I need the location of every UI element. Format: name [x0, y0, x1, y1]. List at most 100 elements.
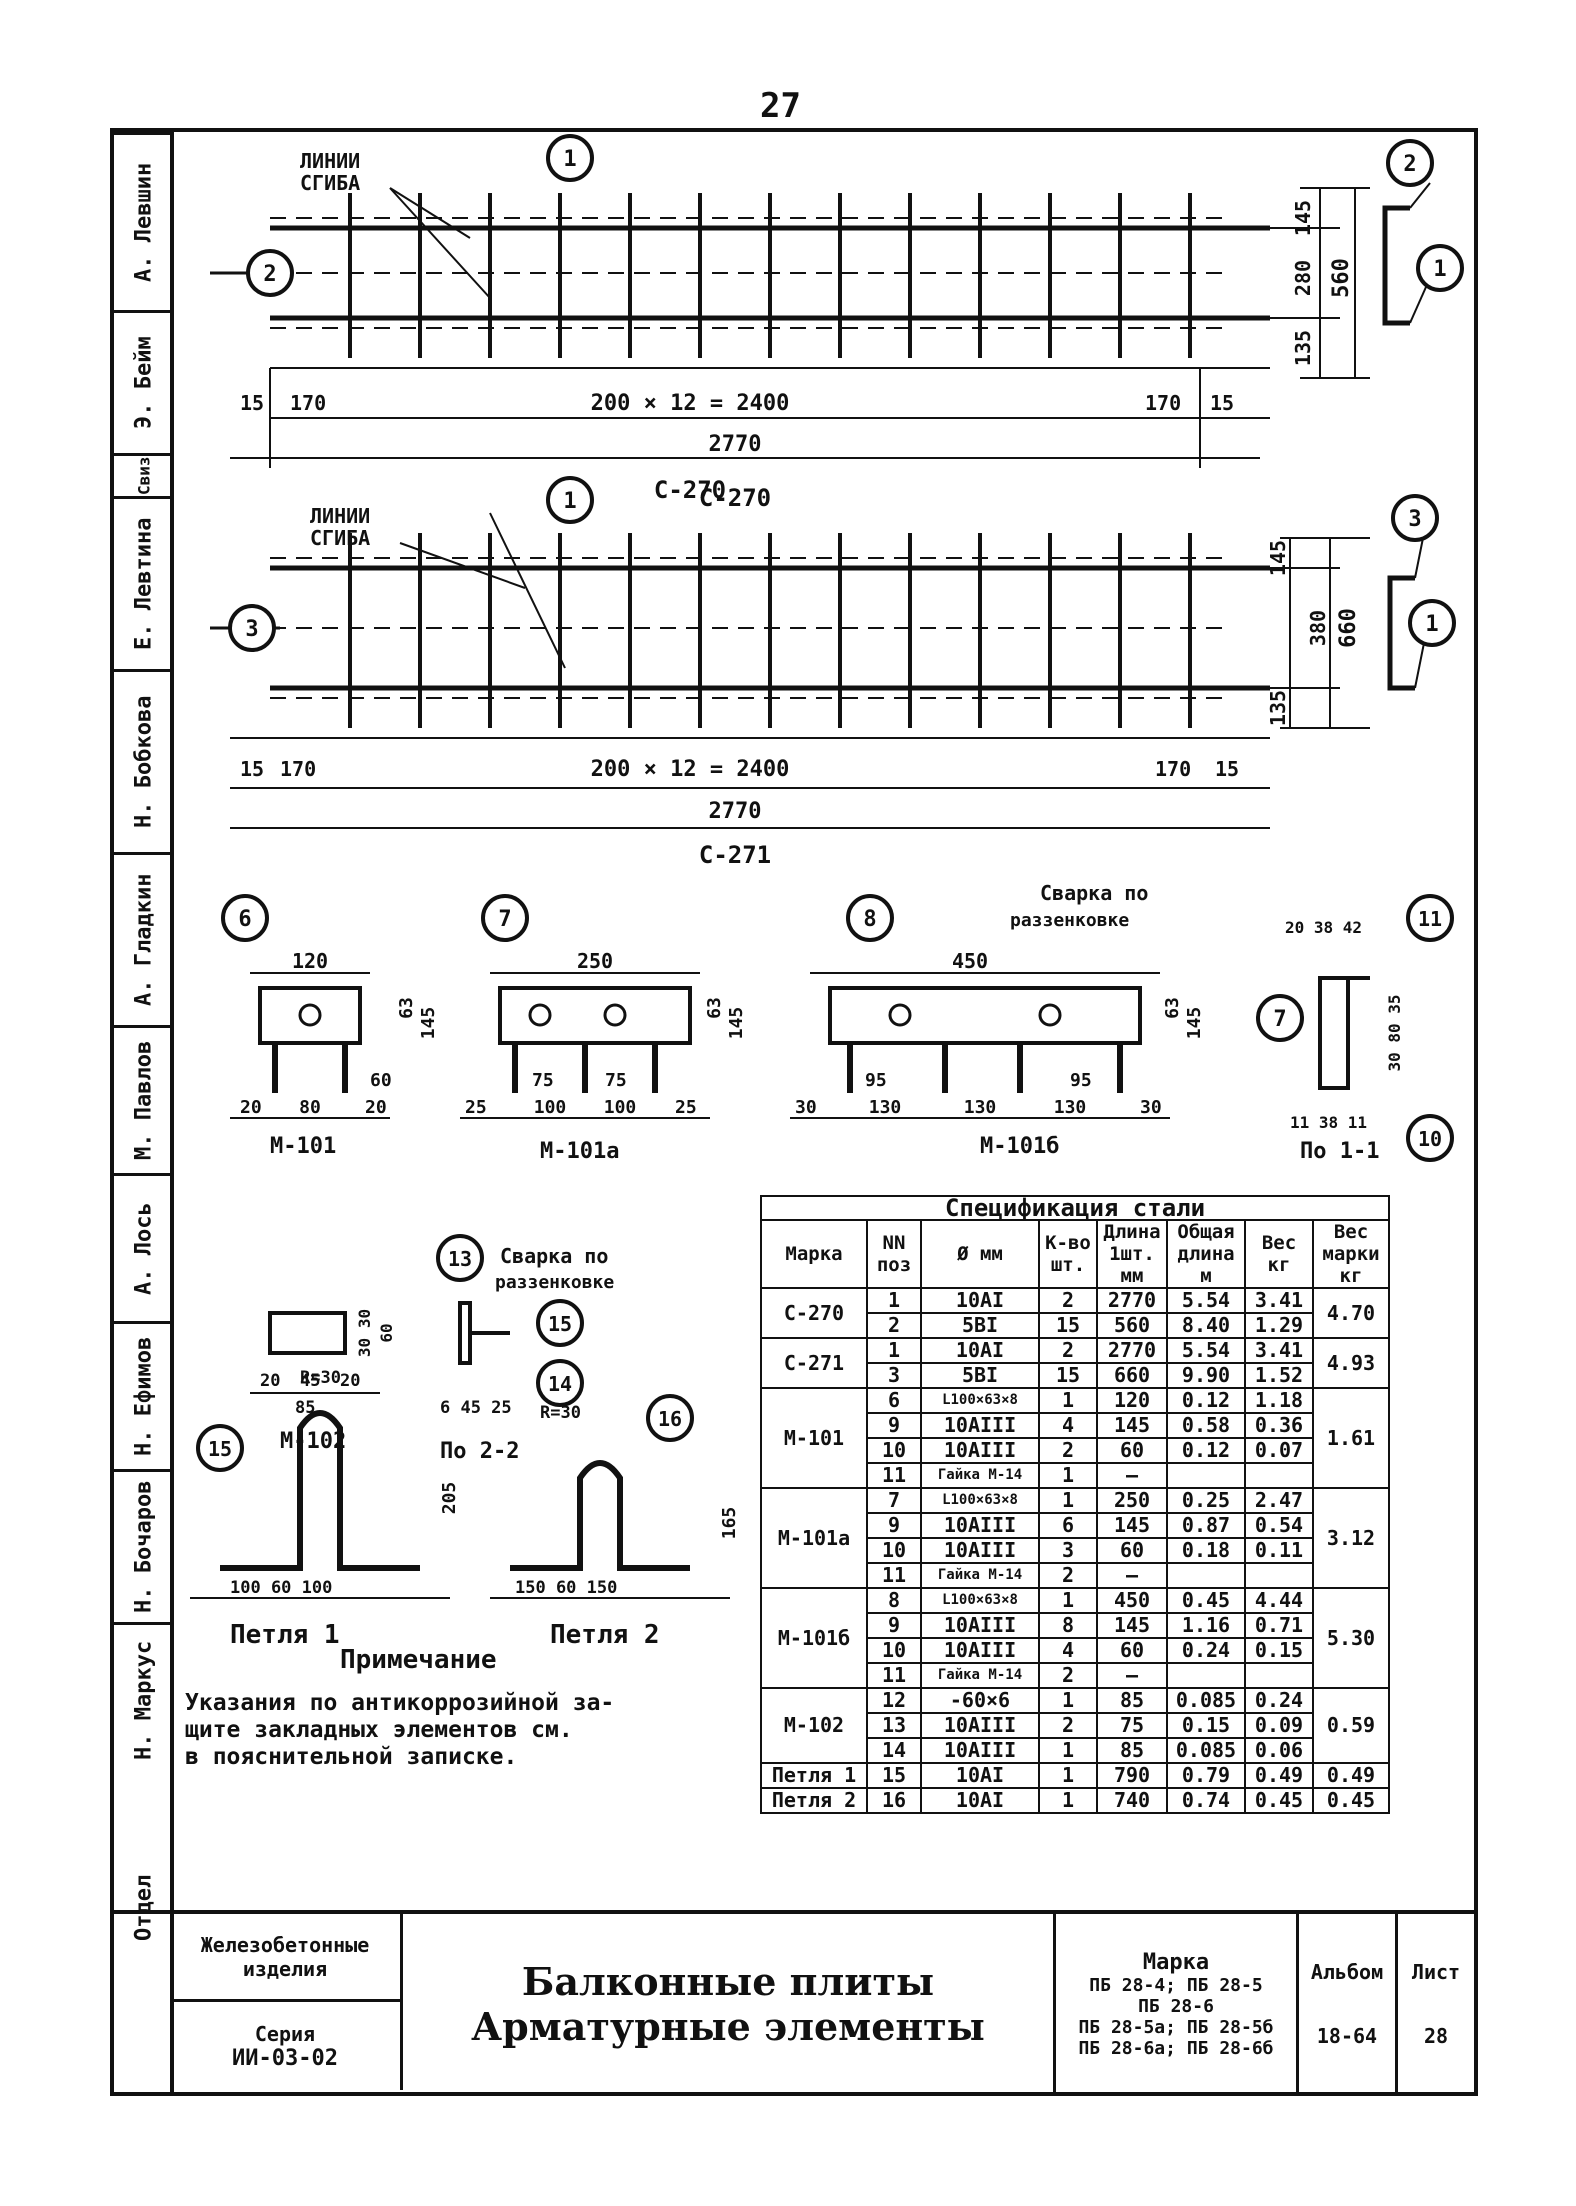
svg-text:3: 3	[1408, 507, 1421, 532]
spec-cell: 10АI	[920, 1762, 1040, 1789]
spec-cell: 1	[866, 1337, 922, 1364]
spec-header: NN поз	[866, 1219, 922, 1289]
spec-cell: 4	[1038, 1637, 1098, 1664]
page-number: 27	[760, 86, 801, 126]
svg-text:30: 30	[1140, 1097, 1162, 1118]
spec-cell: 5.54	[1166, 1287, 1246, 1314]
svg-text:30 80 35: 30 80 35	[1385, 994, 1404, 1071]
svg-text:145: 145	[1184, 1007, 1205, 1040]
spec-cell: 60	[1096, 1537, 1168, 1564]
svg-text:1: 1	[1425, 612, 1438, 637]
svg-text:R=30: R=30	[300, 1368, 341, 1388]
spec-cell: 0.085	[1166, 1687, 1246, 1714]
spec-cell: 10	[866, 1637, 922, 1664]
svg-text:15: 15	[548, 1312, 572, 1336]
spec-cell: 0.74	[1166, 1787, 1246, 1814]
spec-cell: 75	[1096, 1712, 1168, 1739]
note-line: щите закладных элементов см.	[185, 1717, 573, 1743]
svg-text:2: 2	[1403, 152, 1416, 177]
dim-c271-end-left: 170	[280, 757, 316, 781]
spec-cell: 0.54	[1244, 1512, 1314, 1539]
mesh-c270: 145 280 135 560 200 × 12 = 2400 170 170 …	[210, 149, 1370, 512]
spec-cell: 560	[1096, 1312, 1168, 1339]
drawing-sheet	[170, 128, 1478, 2096]
dim-c271-bot: 135	[1266, 690, 1290, 726]
spec-cell: 10АIII	[920, 1437, 1040, 1464]
svg-text:145: 145	[726, 1007, 747, 1040]
spec-cell: 2	[1038, 1712, 1098, 1739]
spec-mark: М-101а	[760, 1487, 868, 1589]
spec-cell: 10	[866, 1437, 922, 1464]
spec-cell: 0.71	[1244, 1612, 1314, 1639]
section-2-2-label: По 2-2	[440, 1439, 519, 1464]
sidebar-cell: Н. Ефимов	[114, 1321, 174, 1469]
svg-text:20: 20	[340, 1371, 360, 1391]
sheet-cell: Лист 28	[1411, 1960, 1461, 2048]
svg-text:Сварка по: Сварка по	[500, 1244, 608, 1268]
spec-cell: 145	[1096, 1612, 1168, 1639]
spec-cell: 660	[1096, 1362, 1168, 1389]
spec-cell: Гайка М-14	[920, 1662, 1040, 1689]
note-line: Указания по антикоррозийной за-	[185, 1690, 615, 1716]
spec-cell: 5ВI	[920, 1362, 1040, 1389]
spec-cell: 0.24	[1166, 1637, 1246, 1664]
dim-c270-step: 200 × 12 = 2400	[591, 391, 790, 416]
svg-text:15: 15	[208, 1437, 232, 1461]
spec-cell: 14	[866, 1737, 922, 1764]
sidebar-cell: Н. Бобкова	[114, 669, 174, 852]
series-cell: Серия ИИ-03-02	[170, 2002, 403, 2090]
marker-1: 1	[1408, 599, 1456, 647]
spec-cell	[1166, 1562, 1246, 1589]
svg-text:130: 130	[869, 1097, 902, 1118]
spec-cell: 9	[866, 1412, 922, 1439]
spec-cell: 13	[866, 1712, 922, 1739]
spec-cell: 0.09	[1244, 1712, 1314, 1739]
embed-m102: 20 45 20 85 30 30 60 М-102 Сварка по раз…	[250, 1234, 614, 1464]
spec-cell: —	[1096, 1462, 1168, 1489]
spec-cell: 10АI	[920, 1287, 1040, 1314]
marker-1: 1	[546, 476, 594, 524]
svg-text:раззенковке: раззенковке	[495, 1272, 614, 1293]
spec-cell: 12	[866, 1687, 922, 1714]
spec-cell: 2	[866, 1312, 922, 1339]
spec-cell: 1	[1038, 1737, 1098, 1764]
svg-text:100: 100	[534, 1097, 567, 1118]
svg-text:63: 63	[1162, 997, 1183, 1019]
sidebar-cell: А. Лось	[114, 1173, 174, 1321]
spec-cell: 10	[866, 1537, 922, 1564]
spec-cell: 1.18	[1244, 1387, 1314, 1414]
spec-cell: 0.12	[1166, 1387, 1246, 1414]
spec-header: К-во шт.	[1038, 1219, 1098, 1289]
spec-cell: L100×63×8	[920, 1487, 1040, 1514]
svg-text:1: 1	[1433, 257, 1446, 282]
spec-title: Спецификация стали	[760, 1195, 1390, 1221]
sidebar-cell: Н. Бочаров	[114, 1469, 174, 1622]
spec-cell: 8.40	[1166, 1312, 1246, 1339]
sidebar-cell: Свиз	[114, 453, 174, 496]
spec-header: Вес кг	[1244, 1219, 1314, 1289]
marker-2: 2	[246, 249, 294, 297]
svg-text:205: 205	[439, 1482, 460, 1515]
spec-cell: 10АIII	[920, 1537, 1040, 1564]
spec-cell: 0.12	[1166, 1437, 1246, 1464]
spec-cell: 9	[866, 1512, 922, 1539]
svg-text:1: 1	[563, 489, 576, 514]
svg-text:25: 25	[465, 1097, 487, 1118]
spec-header: Вес марки кг	[1312, 1219, 1390, 1289]
spec-cell: 0.24	[1244, 1687, 1314, 1714]
svg-text:30: 30	[795, 1097, 817, 1118]
spec-cell: 3	[866, 1362, 922, 1389]
svg-text:16: 16	[658, 1407, 682, 1431]
dim-c270-end-right: 170	[1145, 391, 1181, 415]
dim-c270-mid: 280	[1291, 260, 1315, 296]
spec-cell: 10АIII	[920, 1612, 1040, 1639]
svg-text:60: 60	[377, 1323, 396, 1342]
spec-cell: 10АIII	[920, 1737, 1040, 1764]
dim-c270-end-left: 170	[290, 391, 326, 415]
